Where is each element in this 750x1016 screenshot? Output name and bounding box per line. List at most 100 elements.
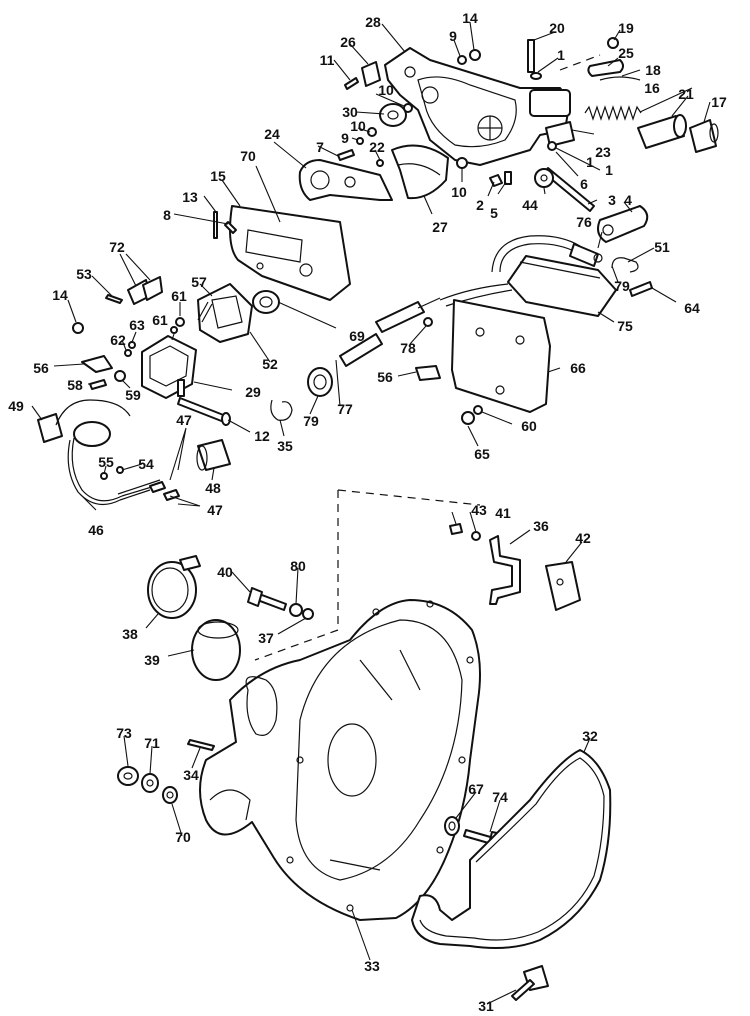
bushing-48 — [196, 439, 231, 471]
callout-2: 2 — [476, 197, 484, 213]
gasket-32 — [411, 749, 612, 949]
callout-1-low: 1 — [586, 154, 594, 170]
callout-19: 19 — [618, 20, 634, 36]
callout-25: 25 — [618, 45, 634, 61]
washer-62 — [128, 341, 136, 349]
sleeve-21 — [637, 114, 687, 149]
ring-78 — [423, 317, 433, 327]
washer-59 — [114, 370, 126, 382]
callout-53: 53 — [76, 266, 92, 282]
callout-6: 6 — [580, 176, 588, 192]
callout-78: 78 — [400, 340, 416, 356]
bolt-13-head — [221, 412, 231, 426]
callout-65: 65 — [474, 446, 490, 462]
callout-1-mid: 1 — [605, 162, 613, 178]
washer-68 — [252, 290, 280, 314]
washer-9-top — [457, 55, 467, 65]
plate-69 — [229, 205, 351, 301]
callout-61-a: 61 — [152, 312, 168, 328]
callout-14-top: 14 — [462, 10, 478, 26]
callout-62: 63 — [129, 317, 145, 333]
callout-49: 49 — [8, 398, 24, 414]
washer-10-top — [403, 103, 413, 113]
washer-14-top — [469, 49, 481, 61]
pin-12 — [213, 211, 218, 239]
sensor-77 — [339, 297, 441, 367]
callout-20: 20 — [549, 20, 565, 36]
stud-34 — [187, 739, 215, 751]
callout-51: 51 — [654, 239, 670, 255]
callout-68: 69 — [349, 328, 365, 344]
module-75 — [507, 255, 617, 317]
callout-38: 38 — [122, 626, 138, 642]
washer-61-a — [170, 326, 178, 334]
washer-70 — [141, 773, 159, 793]
callout-57: 57 — [191, 274, 207, 290]
screw-64 — [629, 281, 653, 297]
callout-24: 24 — [264, 126, 280, 142]
clip-35 — [270, 399, 293, 421]
callout-63: 60 — [521, 418, 537, 434]
leader-lines — [31, 21, 711, 1005]
callout-13: 12 — [254, 428, 270, 444]
callout-29: 29 — [245, 384, 261, 400]
callout-36: 36 — [533, 518, 549, 534]
callout-41: 41 — [495, 505, 511, 521]
callout-76: 76 — [576, 214, 592, 230]
gear-30 — [379, 103, 407, 127]
nut-19 — [607, 37, 619, 49]
callout-5: 5 — [490, 205, 498, 221]
callout-56-left: 56 — [33, 360, 49, 376]
callout-21: 21 — [678, 86, 694, 102]
bracket-36 — [489, 535, 521, 605]
clip-26 — [361, 61, 381, 87]
callout-58: 58 — [67, 377, 83, 393]
washer-41 — [471, 531, 481, 541]
callout-61-b: 62 — [110, 332, 126, 348]
callout-12: 13 — [182, 189, 198, 205]
callout-42: 42 — [575, 530, 591, 546]
clip-5 — [504, 171, 512, 185]
washer-10-low — [456, 157, 468, 169]
screw-31 — [511, 965, 549, 1001]
callout-55: 55 — [98, 454, 114, 470]
callout-15: 15 — [210, 168, 226, 184]
screw-11 — [344, 77, 359, 90]
plate-66 — [451, 299, 551, 413]
arm-4 — [597, 205, 649, 243]
callout-3: 3 — [608, 192, 616, 208]
callout-44: 44 — [522, 197, 538, 213]
callout-31: 31 — [478, 998, 494, 1014]
alignment-line-left — [254, 490, 339, 661]
callout-56-right: 56 — [377, 369, 393, 385]
housing-28 — [384, 47, 571, 166]
washer-60 — [175, 317, 185, 327]
cap-17 — [689, 119, 719, 153]
callout-4: 4 — [624, 192, 632, 208]
harness-46 — [37, 399, 161, 506]
washer-80 — [289, 603, 303, 617]
washer-1-top — [530, 72, 542, 80]
callout-73: 73 — [116, 725, 132, 741]
washer-37 — [302, 608, 314, 620]
callout-10-mid: 10 — [350, 118, 366, 134]
callout-59: 59 — [125, 387, 141, 403]
nut-65 — [461, 411, 475, 425]
plate-24 — [298, 159, 393, 201]
alignment-line-top — [337, 489, 481, 506]
callout-37: 37 — [258, 630, 274, 646]
callout-75: 75 — [617, 318, 633, 334]
plate-42 — [545, 561, 581, 611]
callout-30: 30 — [342, 104, 358, 120]
clamp-38 — [147, 555, 201, 619]
callout-52: 52 — [262, 356, 278, 372]
pin-22 — [376, 159, 384, 167]
callout-27: 27 — [432, 219, 448, 235]
callout-40: 40 — [217, 564, 233, 580]
callout-9-top: 9 — [449, 28, 457, 44]
callout-18: 18 — [645, 62, 661, 78]
callout-22: 22 — [369, 139, 385, 155]
callout-67: 67 — [468, 781, 484, 797]
